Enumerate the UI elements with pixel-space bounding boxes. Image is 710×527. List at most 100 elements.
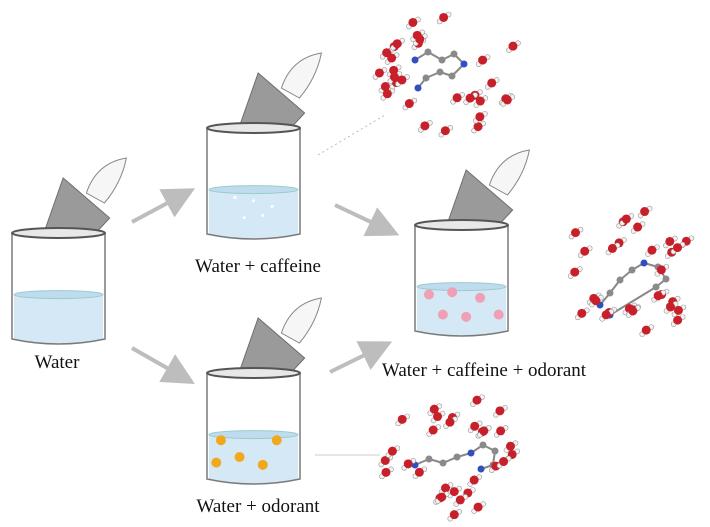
jar-body xyxy=(206,128,301,240)
oxygen-atom xyxy=(374,68,384,78)
solute-particle xyxy=(447,287,458,298)
jar-water-caffeine-odorant xyxy=(414,149,531,337)
solute-atom xyxy=(652,283,660,291)
water-molecule xyxy=(434,491,450,504)
water-molecule xyxy=(473,95,489,108)
solute-atom xyxy=(439,459,447,467)
oxygen-atom xyxy=(495,406,505,416)
water-molecule xyxy=(654,263,670,277)
water-molecule xyxy=(395,74,410,87)
label-water-caffeine: Water + caffeine xyxy=(195,256,321,277)
solute-particle xyxy=(215,435,226,446)
water-molecule xyxy=(493,425,509,438)
oxygen-atom xyxy=(404,99,414,109)
oxygen-atom xyxy=(633,222,643,232)
solute-atom xyxy=(411,56,419,64)
oxygen-atom xyxy=(508,41,518,51)
water-molecule xyxy=(385,445,401,458)
solute-atom xyxy=(662,275,670,283)
oxygen-atom xyxy=(665,236,675,246)
water-surface xyxy=(208,185,299,195)
water-molecule xyxy=(477,425,492,438)
oxygen-atom xyxy=(397,75,407,85)
water-molecule xyxy=(467,420,483,434)
oxygen-atom xyxy=(414,467,424,477)
solute-particle xyxy=(271,435,282,446)
oxygen-atom xyxy=(656,265,666,275)
water-molecule xyxy=(438,124,454,138)
oxygen-atom xyxy=(478,55,488,65)
solute-particle xyxy=(252,199,255,203)
water-molecule xyxy=(574,307,590,321)
solute-particle xyxy=(261,213,265,217)
solute-particle xyxy=(270,204,274,208)
oxygen-atom xyxy=(433,412,443,422)
jar-water xyxy=(11,157,128,345)
solute-particle xyxy=(475,292,486,303)
jar-water xyxy=(209,434,298,484)
odorant-water-cluster xyxy=(378,394,520,522)
oxygen-atom xyxy=(475,112,485,122)
water-molecule xyxy=(663,301,679,314)
water-surface xyxy=(13,290,104,300)
oxygen-atom xyxy=(607,243,617,253)
jar-body xyxy=(206,373,301,485)
water-molecule xyxy=(412,466,428,480)
solute-particle xyxy=(423,289,434,300)
water-molecule xyxy=(470,394,485,407)
solute-particle xyxy=(233,195,237,199)
lid-tab xyxy=(85,157,128,204)
solute-atom xyxy=(424,48,432,56)
water-molecule xyxy=(473,110,488,124)
label-water-caffeine-odorant: Water + caffeine + odorant xyxy=(381,360,587,381)
water-molecule xyxy=(626,305,641,318)
oxygen-atom xyxy=(420,121,430,131)
oxygen-atom xyxy=(570,267,580,277)
water-molecule xyxy=(387,71,403,84)
solute-particle xyxy=(257,459,268,470)
oxygen-atom xyxy=(465,93,475,103)
oxygen-atom xyxy=(472,395,482,405)
solute-particle xyxy=(437,309,448,320)
water-molecule xyxy=(506,40,521,53)
water-molecule xyxy=(453,494,469,507)
oxygen-atom xyxy=(392,39,402,49)
oxygen-atom xyxy=(570,228,580,238)
water-molecule xyxy=(484,77,500,90)
oxygen-atom xyxy=(389,65,399,75)
solute-atom xyxy=(640,259,648,267)
oxygen-atom xyxy=(621,214,631,224)
jar-water-caffeine xyxy=(206,52,323,240)
solute-atom xyxy=(606,289,614,297)
arrow-water-to-odorant xyxy=(131,346,195,384)
oxygen-atom xyxy=(469,475,479,485)
oxygen-atom xyxy=(673,243,683,253)
oxygen-atom xyxy=(387,446,397,456)
solute-atom xyxy=(450,50,458,58)
bond xyxy=(609,286,657,316)
water-molecule xyxy=(426,424,441,437)
oxygen-atom xyxy=(452,93,462,103)
water-molecule xyxy=(463,92,478,105)
jar-rim xyxy=(11,227,106,239)
oxygen-atom xyxy=(601,310,611,320)
water-molecule xyxy=(577,245,593,259)
water-molecule xyxy=(401,458,417,471)
oxygen-atom xyxy=(455,495,465,505)
water-molecule xyxy=(450,91,465,105)
water-molecule xyxy=(402,97,418,111)
water-molecule xyxy=(443,416,458,429)
water-molecule xyxy=(372,67,388,80)
solute-particle xyxy=(234,452,245,462)
oxygen-atom xyxy=(381,467,391,477)
water-molecule xyxy=(471,120,486,134)
oxygen-atom xyxy=(487,78,497,88)
water-molecule xyxy=(605,242,621,256)
oxygen-atom xyxy=(577,308,587,318)
water-molecule xyxy=(475,54,491,67)
solute-atom xyxy=(436,68,444,76)
jar-rim xyxy=(206,367,301,379)
jar-water xyxy=(209,189,298,239)
water-molecule xyxy=(410,29,426,43)
